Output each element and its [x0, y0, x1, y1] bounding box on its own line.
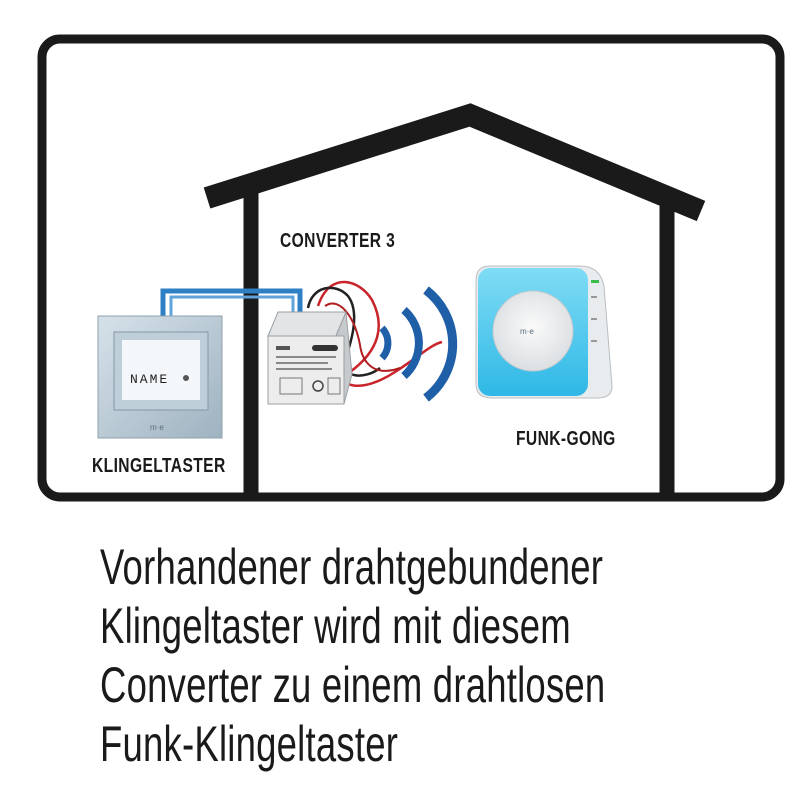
diagram: m·e NAME m·e — [37, 34, 785, 502]
caption-line-1: Vorhandener drahtgebundener — [100, 539, 604, 595]
wire-red-2 — [324, 302, 401, 372]
wire-blue-inner — [169, 295, 295, 318]
radio-waves-icon — [379, 286, 458, 402]
caption-text: Vorhandener drahtgebundener Klingeltaste… — [100, 538, 790, 774]
outer-frame — [37, 34, 785, 502]
doorbell-button-device: NAME m·e — [97, 315, 223, 439]
doorbell-brand-logo: m·e — [150, 423, 164, 432]
gong-brand-logo: m·e — [520, 327, 534, 336]
nameplate-label: NAME — [130, 372, 169, 387]
converter-module — [267, 311, 353, 405]
label-klingeltaster: KLINGELTASTER — [92, 455, 226, 477]
caption-line-4: Funk-Klingeltaster — [100, 716, 399, 772]
label-funk-gong: FUNK-GONG — [516, 428, 616, 450]
caption-line-3: Converter zu einem drahtlosen — [100, 657, 606, 713]
house-roof — [203, 103, 706, 222]
funk-gong-device: m·e — [475, 265, 613, 399]
caption-line-2: Klingeltaster wird mit diesem — [100, 598, 571, 654]
ce-mark-icon — [312, 380, 324, 392]
wire-blue-outer — [160, 288, 303, 318]
bell-icon — [183, 375, 189, 381]
label-converter: CONVERTER 3 — [280, 230, 396, 252]
